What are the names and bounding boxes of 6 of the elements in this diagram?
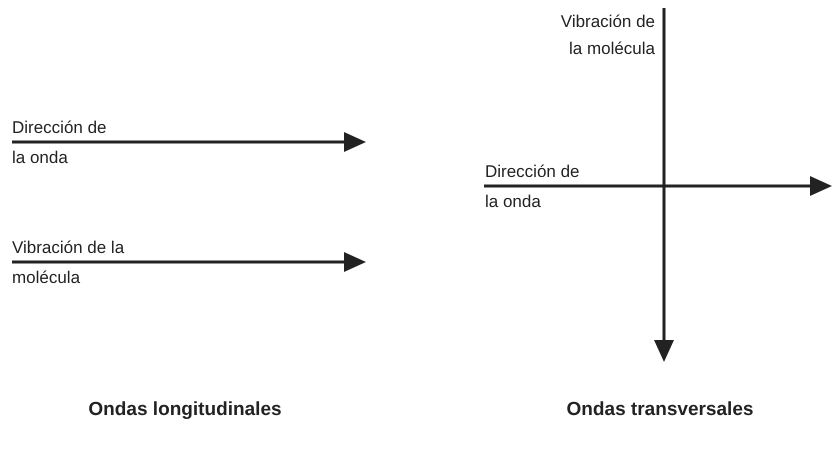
diagram-caption: Ondas longitudinales <box>87 398 283 422</box>
diagram-caption: Ondas transversales <box>566 398 754 422</box>
arrow-label: Vibración de la molécula <box>560 11 655 60</box>
arrow-label: Dirección de la onda <box>485 161 580 213</box>
arrow-label: Dirección de la onda <box>12 117 108 169</box>
arrow-label: Vibración de la molécula <box>12 237 126 289</box>
